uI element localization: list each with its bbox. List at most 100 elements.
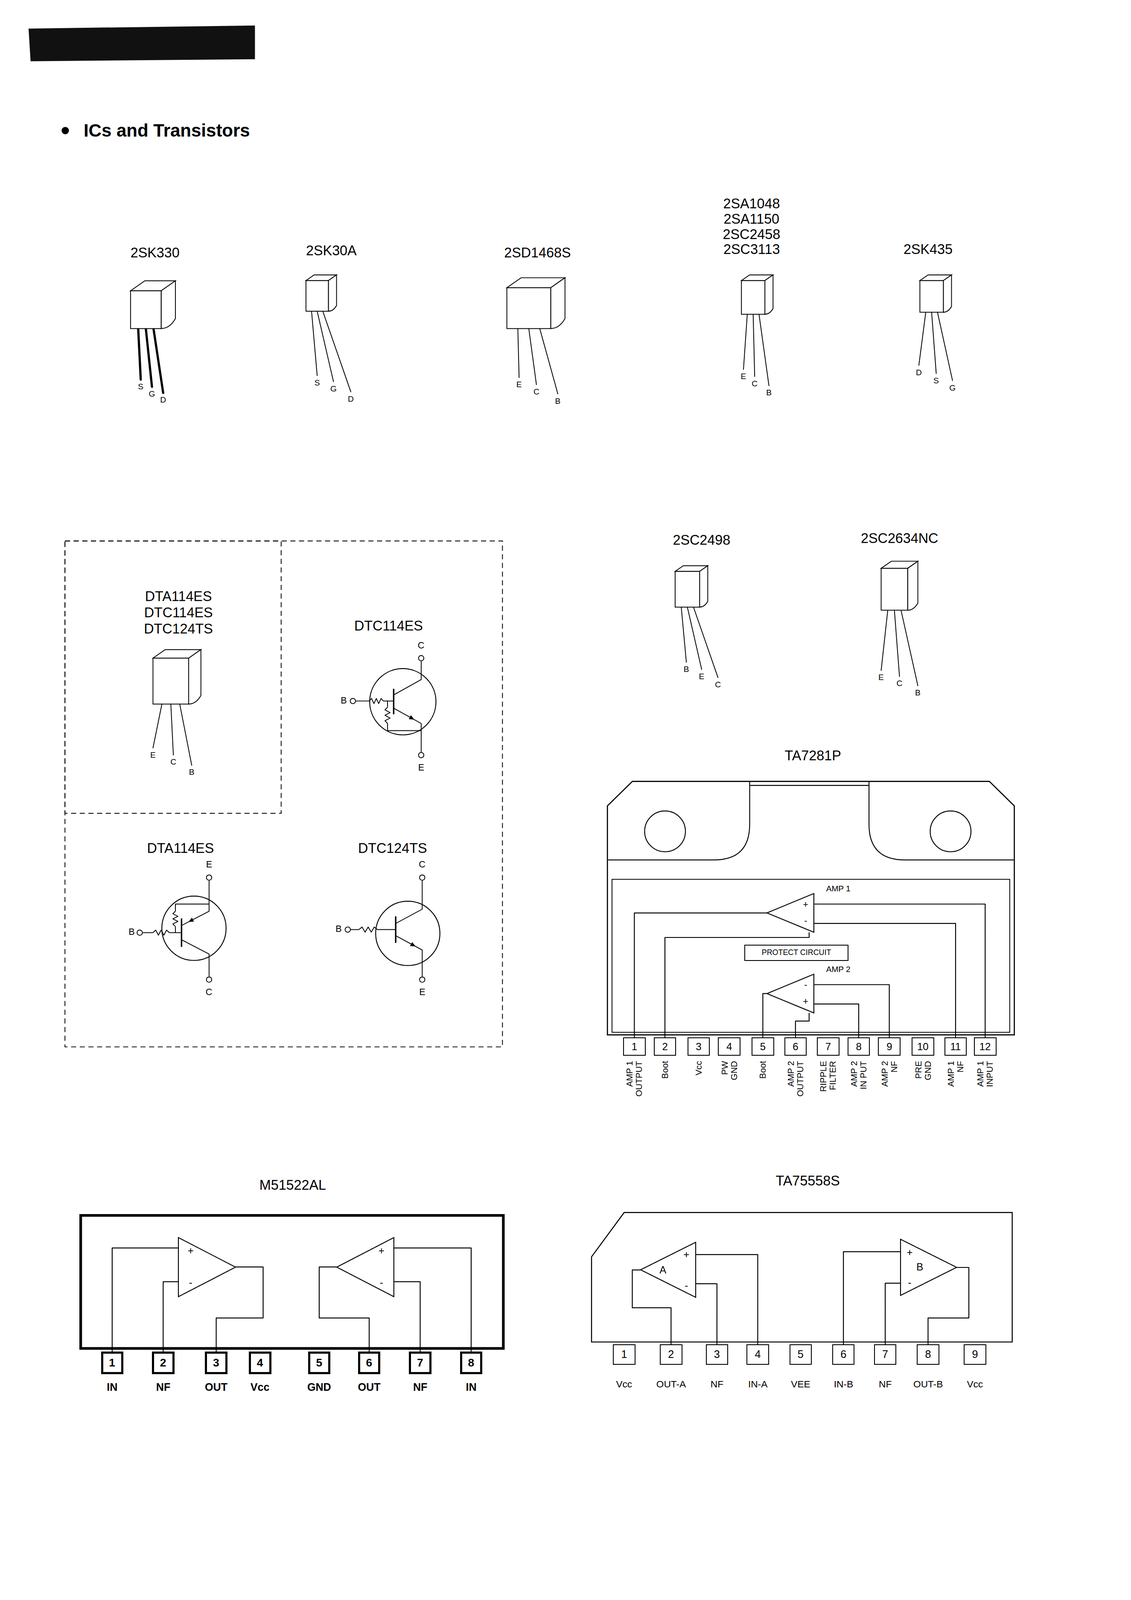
pin-box: 8IN (460, 1351, 483, 1374)
pin-box: 4Vcc (248, 1351, 272, 1374)
lead (931, 311, 937, 374)
wire (393, 661, 422, 695)
pin-box: 8OUT-B (916, 1343, 940, 1365)
lead-name: S (933, 376, 939, 385)
resistor-symbol (172, 911, 178, 927)
lead (918, 311, 926, 365)
lead-name: C (896, 678, 903, 688)
lead (517, 328, 519, 378)
wire (762, 993, 767, 1038)
lead-name: D (347, 394, 354, 404)
pin-name: Vcc (966, 1378, 983, 1390)
input-sign: + (802, 899, 809, 910)
heat-sink-edge (868, 781, 1014, 860)
part-name: DTC124TS (358, 840, 428, 857)
lead (317, 311, 334, 382)
pin-box: 4PW GND (717, 1037, 741, 1056)
pin-number: 5 (315, 1356, 323, 1369)
heat-sink-edge (607, 781, 750, 860)
resistor-symbol (369, 698, 384, 704)
pin-number: 2 (661, 1040, 668, 1053)
wire (142, 932, 154, 933)
lead-name: G (330, 384, 337, 394)
pin-name: NF (878, 1378, 892, 1390)
bullet (61, 126, 69, 135)
base-bar (394, 915, 397, 943)
lead (311, 311, 318, 376)
pin-box: 6OUT (358, 1351, 381, 1374)
outline (336, 1237, 394, 1297)
pin-name: NF (156, 1381, 171, 1394)
pin-name: Vcc (693, 1060, 704, 1087)
terminal (206, 874, 212, 880)
pin-name: AMP 2 NF (879, 1060, 899, 1091)
wire (795, 1012, 810, 1038)
lead-name: D (160, 395, 167, 405)
lead (881, 609, 889, 671)
package-front (507, 287, 551, 329)
part-name: 2SC2458 (722, 227, 781, 243)
symbol-circle (376, 900, 441, 966)
outline (79, 1213, 505, 1350)
pin-number: 6 (792, 1040, 799, 1053)
part-name: 2SC2634NC (860, 530, 939, 547)
part-name: 2SA1048 (723, 196, 781, 212)
lead-name: E (699, 671, 705, 681)
lead (753, 314, 755, 377)
lead (681, 606, 687, 662)
lead-name: E (740, 371, 747, 381)
ic-body (80, 1215, 504, 1349)
part-name: 2SK435 (903, 241, 953, 258)
pin-name: OUT (358, 1381, 381, 1394)
pin-name: IN-A (748, 1378, 768, 1390)
pin-name: GND (307, 1381, 332, 1394)
outline (161, 895, 227, 961)
lead (170, 703, 174, 755)
package-front (919, 280, 944, 312)
mounting-hole (929, 810, 971, 852)
pin-name: AMP 1 NF (946, 1060, 966, 1091)
amp-triangle (640, 1241, 696, 1298)
terminal (419, 874, 425, 880)
terminal-name: E (150, 750, 156, 760)
wire (377, 929, 396, 930)
transistor-package (507, 277, 566, 394)
dashed-border (64, 541, 503, 1047)
pin-number: 4 (726, 1040, 732, 1053)
pin-number: 5 (797, 1348, 804, 1361)
input-sign: + (378, 1244, 385, 1257)
amplifier-triangle: AMP 2-+ (766, 973, 814, 1013)
lead-name: E (516, 379, 522, 389)
lead-name: C (533, 387, 540, 397)
ic-package: M51522AL+-+- (79, 1213, 505, 1350)
pin-name: PW GND (719, 1060, 739, 1082)
pin-number: 7 (882, 1348, 889, 1361)
input-sign: + (906, 1246, 913, 1258)
terminal-name: C (417, 640, 425, 651)
pin-number: 2 (160, 1356, 167, 1369)
amp-triangle (336, 1237, 394, 1297)
wire (393, 708, 422, 753)
terminal-name: E (206, 859, 213, 870)
ic-body (607, 781, 1015, 1035)
pin-number: 4 (256, 1356, 264, 1369)
pin-number: 9 (886, 1040, 892, 1053)
package-side (943, 274, 952, 312)
terminal-name: B (340, 695, 347, 706)
pin-number: 8 (855, 1040, 862, 1053)
amp-name: AMP 2 (826, 964, 851, 974)
pin-box: 11AMP 1 NF (944, 1037, 968, 1056)
lead (900, 609, 918, 686)
heat-sink-edge (749, 784, 869, 786)
wire (383, 700, 394, 702)
wire (112, 1247, 179, 1352)
part-name: M51522AL (259, 1177, 327, 1193)
pin-number: 11 (950, 1040, 961, 1053)
package-side (188, 649, 202, 705)
pin-name: AMP 2 OUTPUT (786, 1060, 806, 1097)
resistor-symbol (358, 926, 378, 933)
pin-number: 3 (695, 1040, 702, 1053)
wire (387, 700, 388, 707)
amplifier-triangle: B+- (900, 1238, 957, 1295)
